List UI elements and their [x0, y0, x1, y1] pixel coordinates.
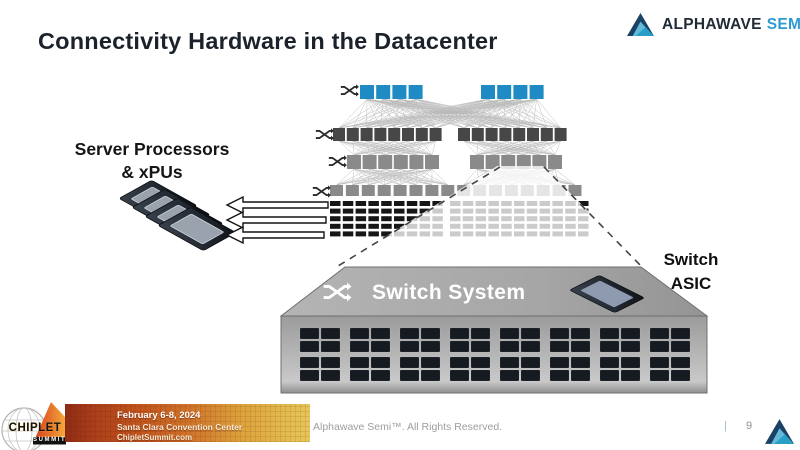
- alphawave-logo: ALPHAWAVE SEMI: [626, 12, 800, 37]
- switch-asic-line2: ASIC: [670, 274, 712, 293]
- switch-asic-line1: Switch: [663, 250, 719, 269]
- switch-asic-label: Switch ASIC: [646, 248, 736, 296]
- server-label-line1: Server Processors: [74, 139, 230, 159]
- left-arrows: [225, 195, 329, 245]
- server-chip-stack: [119, 180, 236, 251]
- summit-flame-icon: [33, 402, 65, 443]
- server-processors-label: Server Processors & xPUs: [52, 138, 252, 184]
- server-label-line2: & xPUs: [121, 162, 183, 182]
- event-url: ChipletSummit.com: [117, 433, 193, 442]
- alphawave-triangle-icon: [627, 12, 654, 37]
- shuffle-icon: [312, 185, 331, 198]
- left-arrow: [225, 225, 325, 245]
- page-separator: |: [724, 420, 727, 432]
- shuffle-icon: [328, 155, 347, 168]
- switch-asic-chip: [570, 275, 644, 313]
- switch-chassis: [279, 266, 709, 394]
- page-number: 9: [746, 420, 753, 432]
- alphawave-triangle-icon: [765, 419, 794, 444]
- shuffle-icon: [340, 84, 359, 97]
- event-venue: Santa Clara Convention Center: [117, 422, 243, 432]
- chiplet-summit-logo: [1, 402, 66, 450]
- callout-dashed-lines: [337, 166, 642, 267]
- shuffle-icon: [315, 128, 334, 141]
- chiplet-logo-text: CHIPLET: [8, 422, 62, 434]
- switch-ports: [299, 327, 691, 382]
- brand-name: ALPHAWAVE: [662, 15, 762, 33]
- brand-suffix: SEMI: [766, 15, 800, 33]
- left-arrow: [225, 195, 329, 215]
- event-date: February 6-8, 2024: [117, 410, 201, 421]
- callout-fade-overlay: [330, 166, 650, 272]
- copyright-text: Alphawave Semi™. All Rights Reserved.: [313, 421, 503, 433]
- summit-logo-text: SUMMIT: [33, 437, 67, 443]
- event-banner: February 6-8, 2024 Santa Clara Conventio…: [65, 404, 310, 442]
- switch-system-label: Switch System: [372, 281, 526, 304]
- switch-front-face: [280, 315, 708, 394]
- left-arrow: [225, 210, 327, 230]
- page-title: Connectivity Hardware in the Datacenter: [38, 28, 498, 54]
